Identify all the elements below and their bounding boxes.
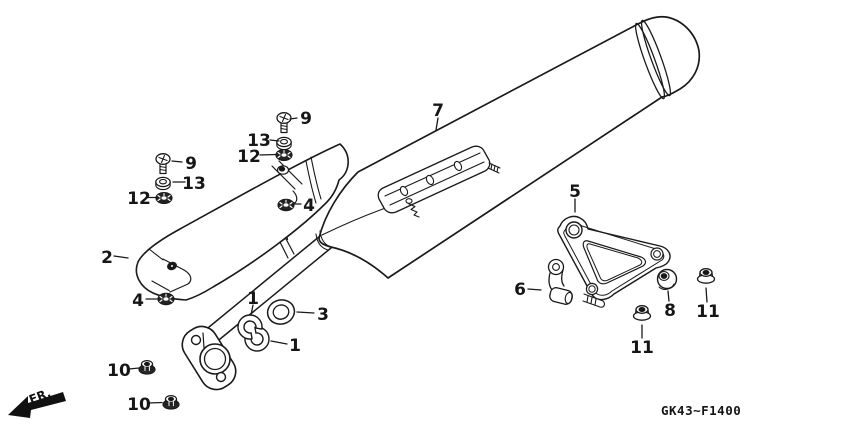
- callout-11a: 11: [696, 302, 720, 322]
- split-collar-rear: [244, 326, 270, 352]
- nut-10b: [162, 394, 180, 410]
- callout-10a: 10: [107, 361, 131, 381]
- callout-10b: 10: [127, 395, 151, 415]
- callout-6: 6: [514, 280, 526, 300]
- exhaust-gasket: [266, 299, 296, 325]
- washer-4b: [157, 292, 175, 306]
- callout-12b: 12: [127, 189, 151, 209]
- callout-8: 8: [664, 301, 676, 321]
- nut-13a: [276, 136, 292, 151]
- callout-1b: 1: [289, 336, 301, 356]
- washer-4a: [277, 198, 295, 212]
- exhaust-pipe-cover: [135, 143, 349, 301]
- nut-10a: [138, 359, 156, 375]
- split-collar-front: [237, 314, 263, 340]
- callout-7: 7: [432, 101, 444, 121]
- nut-13b: [155, 176, 171, 191]
- callout-13a: 13: [247, 131, 271, 151]
- protector-stud: [487, 162, 501, 174]
- flange-nut-11b: [632, 305, 652, 321]
- tail-cap-rings: [634, 19, 672, 100]
- callout-12a: 12: [237, 147, 261, 167]
- callout-4b: 4: [132, 291, 144, 311]
- muffler-stay: [547, 258, 573, 305]
- fr-direction-indicator: FR.: [8, 386, 66, 418]
- bracket-hole: [585, 282, 599, 296]
- mount-bracket: [557, 215, 671, 308]
- bracket-hole: [565, 221, 583, 239]
- muffler-protector: [377, 145, 501, 218]
- bolt-9b: [155, 153, 171, 175]
- bracket-hole: [650, 247, 664, 261]
- mounting-collar: [656, 268, 678, 290]
- callout-9a: 9: [300, 109, 312, 129]
- flange-bolt-hole: [215, 371, 227, 383]
- washer-12a: [275, 148, 293, 162]
- callout-5: 5: [569, 182, 581, 202]
- bracket-foot: [582, 293, 605, 308]
- diagram-code: GK43~F1400: [661, 403, 741, 418]
- fr-arrow-icon: [8, 392, 66, 418]
- callout-3: 3: [317, 305, 329, 325]
- leader-lines: [113, 117, 708, 404]
- cover-tab: [162, 258, 192, 293]
- pipe-flange: [181, 325, 237, 391]
- callout-labels: 9 13 12 9 13 12 4 4 7 2 5 6 8 11 11 10 1…: [101, 101, 720, 415]
- callout-2: 2: [101, 248, 113, 268]
- callout-11b: 11: [630, 338, 654, 358]
- flange-bolt-hole: [190, 334, 202, 346]
- bolt-9a: [276, 112, 292, 134]
- callout-13b: 13: [182, 174, 206, 194]
- protector-spring-bolt: [405, 198, 420, 218]
- washer-12b: [155, 191, 173, 205]
- callout-1a: 1: [247, 289, 259, 309]
- muffler-body: [315, 15, 701, 279]
- callout-9b: 9: [185, 154, 197, 174]
- flange-nut-11a: [696, 268, 716, 284]
- callout-4a: 4: [303, 196, 315, 216]
